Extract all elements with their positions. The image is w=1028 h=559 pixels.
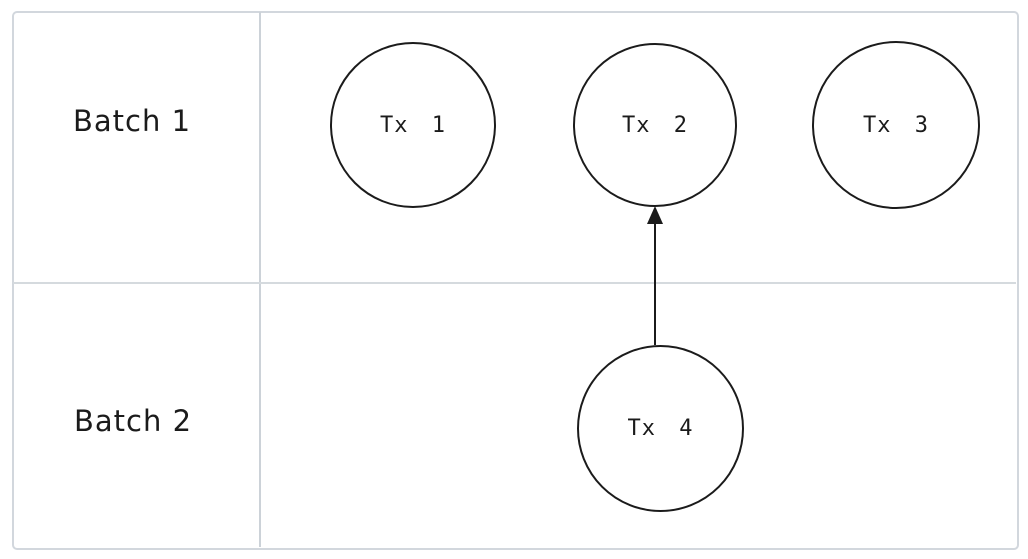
node-tx4-label: Tx 4 (627, 416, 694, 441)
node-tx3-label: Tx 3 (863, 112, 929, 138)
arrowhead-up-icon (647, 206, 663, 224)
column-divider-line (259, 12, 261, 547)
batch-2-label: Batch 2 (73, 404, 193, 438)
node-tx2: Tx 2 (573, 43, 737, 207)
node-tx1: Tx 1 (330, 42, 496, 208)
row-divider-line (13, 281, 1016, 284)
node-tx4: Tx 4 (577, 345, 744, 512)
node-tx2-label: Tx 2 (622, 112, 688, 138)
edge-tx4-to-tx2-line (654, 220, 657, 345)
node-tx1-label: Tx 1 (380, 112, 446, 138)
node-tx3: Tx 3 (812, 41, 980, 209)
batch-1-label: Batch 1 (72, 104, 192, 138)
